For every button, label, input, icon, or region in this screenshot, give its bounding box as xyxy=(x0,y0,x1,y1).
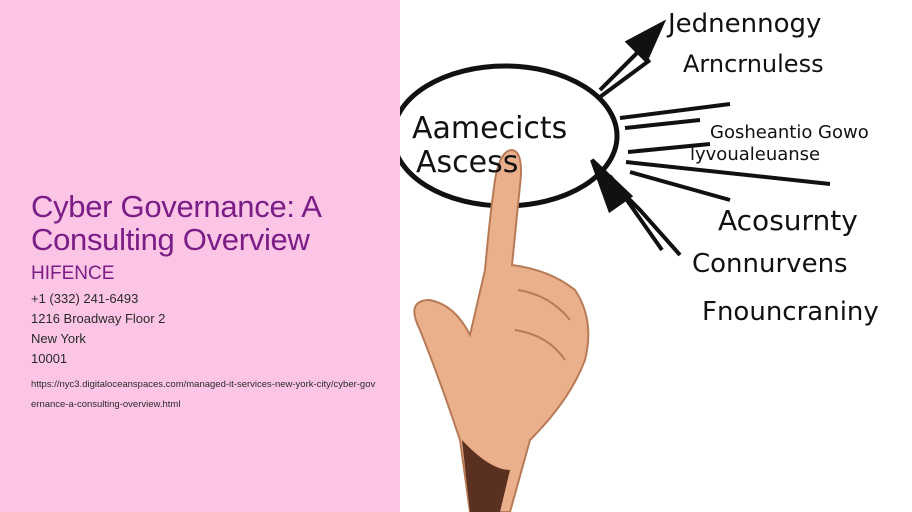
branch-label-3: Gosheantio Gowo xyxy=(710,122,869,143)
branch-label-7: Fnouncraniny xyxy=(702,297,879,327)
branch-label-1: Jednennogy xyxy=(666,9,821,39)
zip-code: 10001 xyxy=(31,351,68,366)
brand-name: HIFENCE xyxy=(31,263,115,284)
branch-label-6: Connurvens xyxy=(692,249,848,279)
branch-label-5: Acosurnty xyxy=(718,204,858,237)
page-title: Cyber Governance: A Consulting Overview xyxy=(31,189,320,257)
branch-label-2: Arncrnuless xyxy=(683,50,824,78)
page-url[interactable]: https://nyc3.digitaloceanspaces.com/mana… xyxy=(31,379,376,410)
center-label-2: Ascess xyxy=(416,145,518,180)
arrow-mid2-icon xyxy=(627,142,711,154)
arrow-mid1-icon xyxy=(619,102,731,120)
branch-label-4: lyvoualeuanse xyxy=(690,144,820,165)
street-address: 1216 Broadway Floor 2 xyxy=(31,311,166,326)
city: New York xyxy=(31,331,86,346)
hero-image: Aamecicts Ascess Jednennogy Arncrnuless … xyxy=(400,0,912,512)
arrow-top-icon xyxy=(598,48,642,92)
info-panel: Cyber Governance: A Consulting Overview … xyxy=(0,0,400,512)
business-info: Cyber Governance: A Consulting Overview … xyxy=(31,190,386,415)
arrowhead-top-icon xyxy=(624,19,667,64)
arrow-mid3-icon xyxy=(625,160,831,186)
diagram-illustration: Aamecicts Ascess Jednennogy Arncrnuless … xyxy=(400,9,879,512)
pointing-hand xyxy=(413,148,590,512)
diagram-arrows xyxy=(590,19,831,257)
arrowhead-bottom-icon xyxy=(590,158,634,214)
phone-number: +1 (332) 241-6493 xyxy=(31,291,139,306)
center-label-1: Aamecicts xyxy=(412,111,567,146)
